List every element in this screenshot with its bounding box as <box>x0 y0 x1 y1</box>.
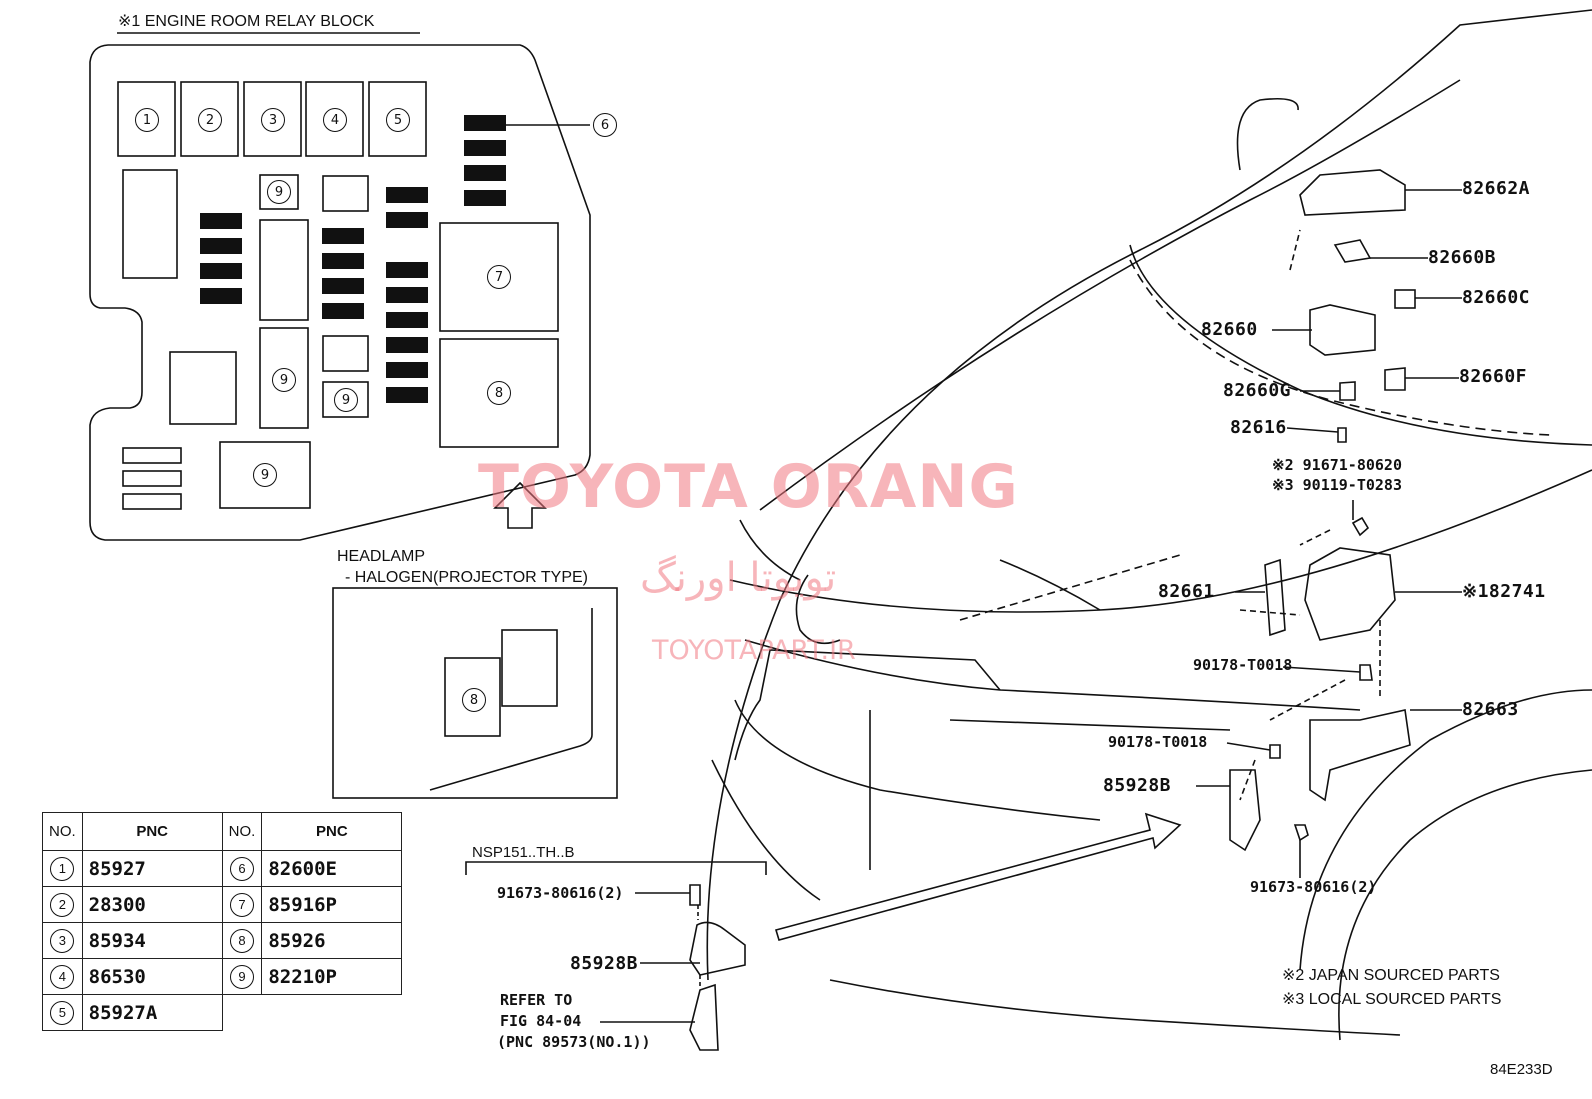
table-header-row: NO. PNC NO. PNC <box>42 812 403 851</box>
inset-title: NSP151..TH..B <box>472 844 575 861</box>
callout-90178-a: 90178-T0018 <box>1193 656 1293 674</box>
col-pnc-header: PNC <box>81 812 223 851</box>
pnc-table: NO. PNC NO. PNC 1 85927 6 82600E 2 28300… <box>42 812 403 1031</box>
position-marker-5: 5 <box>386 108 410 132</box>
row-pnc: 28300 <box>81 886 223 923</box>
row-pnc: 85916P <box>261 886 403 923</box>
headlamp-label: HEADLAMP <box>337 548 426 565</box>
row-no: 4 <box>50 964 75 989</box>
callout-91673: 91673-80616(2) <box>1250 878 1377 896</box>
car-hood <box>706 9 1592 981</box>
table-row: 2 28300 7 85916P <box>42 886 403 923</box>
watermark-main: TOYOTA ORANG <box>478 452 1019 522</box>
callout-82662A: 82662A <box>1462 178 1531 199</box>
row-pnc: 85934 <box>81 922 223 959</box>
position-marker-4: 4 <box>323 108 347 132</box>
position-marker-2: 2 <box>198 108 222 132</box>
table-row: 1 85927 6 82600E <box>42 850 403 887</box>
callout-82660: 82660 <box>1201 319 1258 340</box>
callout-82660B: 82660B <box>1428 247 1497 268</box>
col-no-header: NO. <box>42 812 83 851</box>
table-row: 3 85934 8 85926 <box>42 922 403 959</box>
callout-82660F: 82660F <box>1459 366 1528 387</box>
col-no-header-2: NO. <box>221 812 263 851</box>
callout-note3: ※3 90119-T0283 <box>1272 476 1402 494</box>
row-pnc: 86530 <box>81 958 223 995</box>
row-no: 3 <box>50 928 75 953</box>
row-no: 6 <box>230 856 254 881</box>
row-no: 5 <box>50 1000 75 1025</box>
callout-82663: 82663 <box>1462 699 1519 720</box>
table-row: 5 85927A <box>42 994 402 1031</box>
callout-82616: 82616 <box>1230 417 1287 438</box>
headlamp-type-label: - HALOGEN(PROJECTOR TYPE) <box>345 569 588 586</box>
row-pnc: 85927 <box>81 850 223 887</box>
row-no: 1 <box>50 856 75 881</box>
inset-refer-line2: FIG 84-04 <box>500 1012 582 1030</box>
table-row: 4 86530 9 82210P <box>42 958 403 995</box>
row-no: 2 <box>50 892 75 917</box>
position-marker-3: 3 <box>261 108 285 132</box>
row-no: 9 <box>230 964 254 989</box>
position-marker-6: 6 <box>593 113 617 137</box>
callout-82660C: 82660C <box>1462 287 1531 308</box>
callout-82741: ※182741 <box>1462 581 1546 602</box>
position-marker-9b: 9 <box>272 368 296 392</box>
row-no: 7 <box>230 892 254 917</box>
position-marker-9d: 9 <box>253 463 277 487</box>
callout-82660G: 82660G <box>1223 380 1292 401</box>
position-marker-8: 8 <box>487 381 511 405</box>
inset-part-label: 85928B <box>570 953 639 974</box>
col-pnc-header-2: PNC <box>261 812 403 851</box>
callout-90178-b: 90178-T0018 <box>1108 733 1208 751</box>
callout-note2: ※2 91671-80620 <box>1272 456 1402 474</box>
callout-85928B: 85928B <box>1103 775 1172 796</box>
headlamp-marker-8: 8 <box>462 688 486 712</box>
figure-code: 84E233D <box>1490 1061 1553 1078</box>
row-pnc: 85927A <box>81 994 223 1031</box>
inset-bolt-label: 91673-80616(2) <box>497 884 624 902</box>
inset-refer-line3: (PNC 89573(NO.1)) <box>497 1033 651 1051</box>
row-pnc: 85926 <box>261 922 403 959</box>
relay-block-title: ※1 ENGINE ROOM RELAY BLOCK <box>118 13 375 30</box>
row-pnc: 82600E <box>261 850 403 887</box>
row-no: 8 <box>230 928 254 953</box>
position-marker-9a: 9 <box>267 180 291 204</box>
relay-block-outline <box>89 44 591 541</box>
watermark-persian: تویوتا اورنگ <box>640 555 837 601</box>
watermark-url: TOYOTAPART.IR <box>652 635 856 666</box>
legend-japan: ※2 JAPAN SOURCED PARTS <box>1282 967 1500 984</box>
callout-82661: 82661 <box>1158 581 1215 602</box>
legend-local: ※3 LOCAL SOURCED PARTS <box>1282 991 1502 1008</box>
position-marker-1: 1 <box>135 108 159 132</box>
inset-refer-line1: REFER TO <box>500 991 573 1009</box>
row-pnc: 82210P <box>261 958 403 995</box>
position-marker-9c: 9 <box>334 388 358 412</box>
position-marker-7: 7 <box>487 265 511 289</box>
fuse-slots <box>200 115 506 403</box>
